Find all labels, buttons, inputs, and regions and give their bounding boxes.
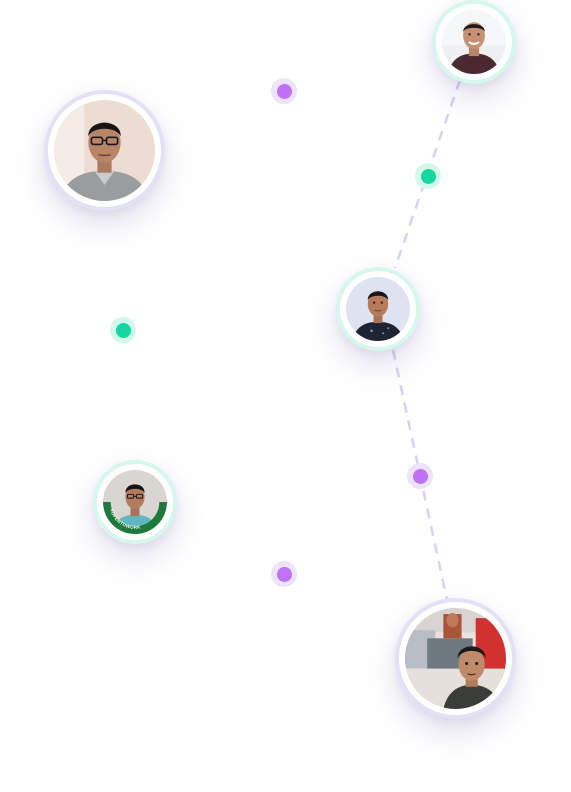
avatar-middle-right[interactable] [336,267,420,351]
person-photo-icon [346,277,410,341]
person-photo-icon: #OPENTOWORK [103,470,167,534]
person-photo-icon [442,10,506,74]
purple-dot [407,463,433,489]
purple-dot [271,78,297,104]
green-dot [110,317,136,343]
avatar-open-to-work[interactable]: #OPENTOWORK [93,460,177,544]
avatar-top-right[interactable] [432,0,516,84]
person-photo-icon [54,100,155,201]
green-dot [415,163,441,189]
purple-dot [271,561,297,587]
person-photo-icon [405,608,506,709]
avatar-large-left[interactable] [44,90,165,211]
avatar-bottom-right[interactable] [395,598,516,719]
